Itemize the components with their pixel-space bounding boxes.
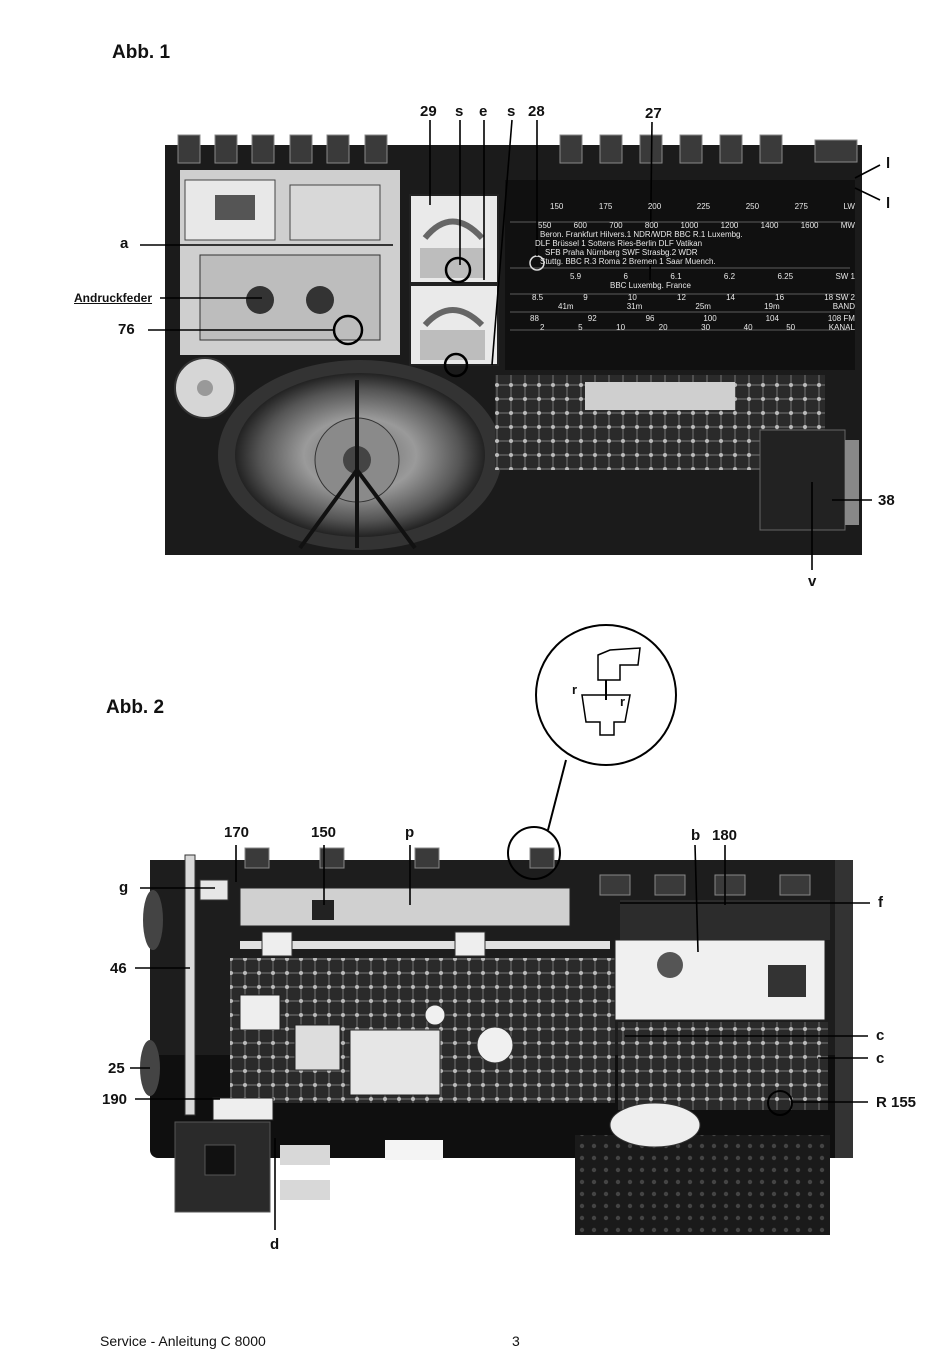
callout-a: a [120,235,129,252]
callout-29: 29 [420,103,437,120]
callout-p: p [405,824,415,841]
scale-stations-2: DLF Brüssel 1 Sottens Ries-Berlin DLF Va… [535,239,703,248]
callout-46: 46 [110,960,127,977]
scale-stations-1: Beron. Frankfurt Hilvers.1 NDR/WDR BBC R… [540,230,743,239]
callout-s-left: s [455,103,464,120]
page-number: 3 [512,1333,520,1349]
callout-25: 25 [108,1060,125,1077]
callout-27: 27 [645,105,662,122]
callout-38: 38 [878,492,895,509]
callout-r-left: r [572,682,578,697]
figure-1-title: Abb. 1 [112,42,171,63]
callout-c-upper: c [876,1027,885,1044]
figure-2-leader-lines [130,844,870,1230]
callout-v: v [808,573,817,590]
scale-stations-3: SFB Praha Nürnberg SWF Strasbg.2 WDR [545,248,698,257]
callout-andruckfeder: Andruckfeder [74,291,153,305]
callout-b: b [691,827,701,844]
figure-1-leader-lines [140,119,881,570]
callout-28: 28 [528,103,545,120]
callout-r155: R 155 [876,1094,917,1111]
figure-2-title: Abb. 2 [106,697,165,718]
callout-r-right: r [620,694,626,709]
callout-d: d [270,1236,280,1253]
scale-stations-4: Stuttg. BBC R.3 Roma 2 Bremen 1 Saar Mue… [540,257,716,266]
callout-l-upper: l [886,155,891,172]
callout-150: 150 [311,824,337,841]
callout-c-lower: c [876,1050,885,1067]
callout-180: 180 [712,827,738,844]
callout-170: 170 [224,824,250,841]
callout-l-lower: l [886,195,891,212]
callout-190: 190 [102,1091,128,1108]
figure-2-photo [140,624,853,1235]
scale-sw1-stations: BBC Luxembg. France [610,281,691,290]
callout-s-right: s [507,103,516,120]
footer-title: Service - Anleitung C 8000 [100,1333,266,1349]
callout-f: f [878,894,883,911]
callout-76: 76 [118,321,135,338]
figure-1-photo [165,134,862,555]
callout-e: e [479,103,488,120]
callout-g: g [119,879,129,896]
